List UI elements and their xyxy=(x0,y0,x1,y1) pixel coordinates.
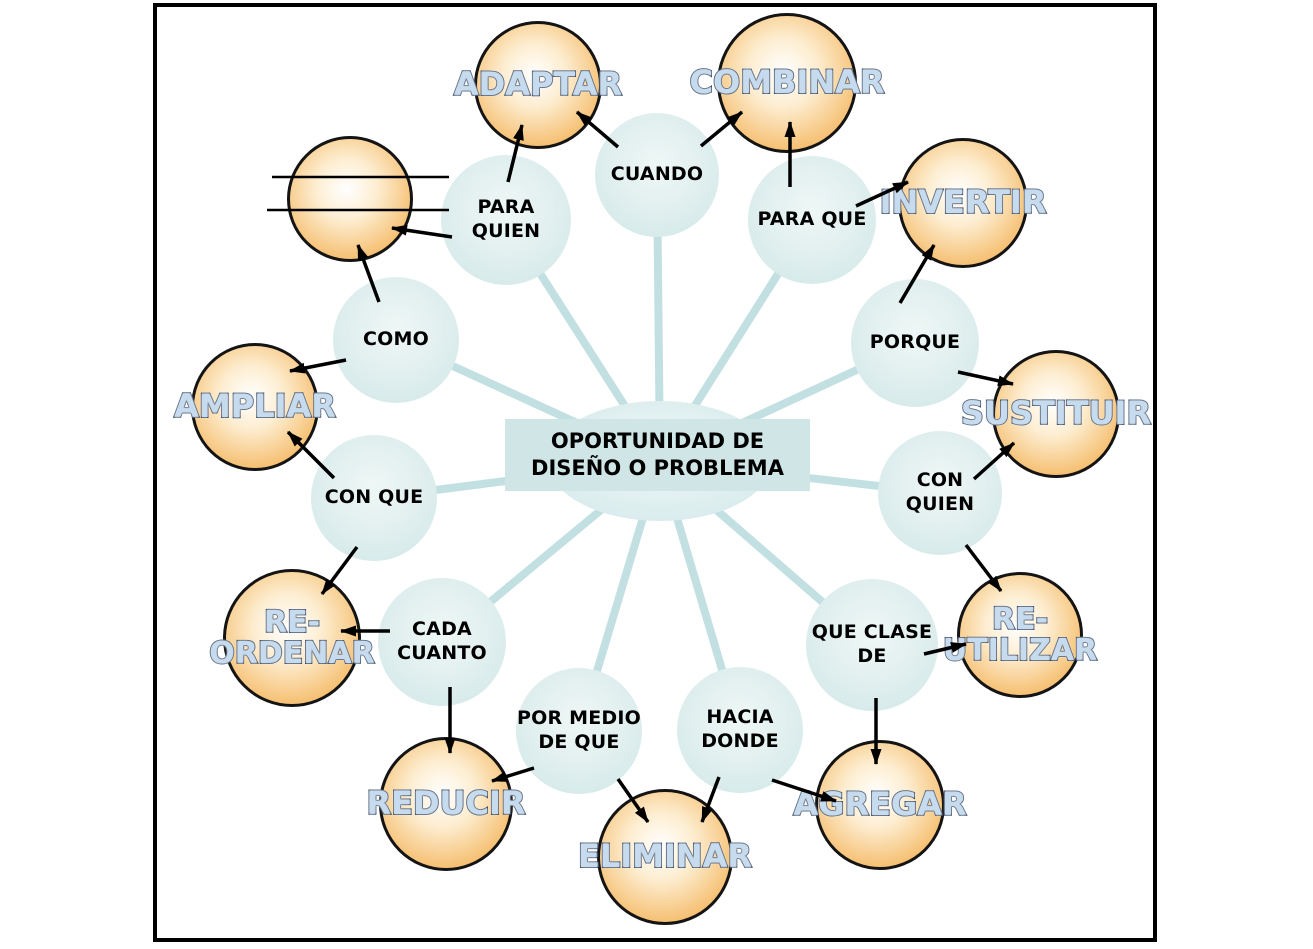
question-circle-con-que: CON QUE xyxy=(311,435,437,561)
action-circle-ampliar: AMPLIAR xyxy=(173,343,337,471)
center-label: OPORTUNIDAD DE DISEÑO O PROBLEMA xyxy=(531,428,784,480)
center-box: OPORTUNIDAD DE DISEÑO O PROBLEMA xyxy=(505,419,810,491)
question-circle-hacia-donde: HACIA DONDE xyxy=(677,667,803,793)
action-circle-combinar: COMBINAR xyxy=(688,13,886,153)
action-circle-re-ordenar: RE- ORDENAR xyxy=(208,569,376,707)
question-label-por-medio-de-que: POR MEDIO DE QUE xyxy=(516,707,641,753)
question-circle-cuando: CUANDO xyxy=(595,113,719,237)
action-label-sustituir: SUSTITUIR xyxy=(960,394,1152,433)
action-label-re-utilizar: RE- UTILIZAR xyxy=(942,601,1098,668)
question-circle-como: COMO xyxy=(333,277,459,403)
question-circle-que-clase-de: QUE CLASE DE xyxy=(806,579,938,711)
question-circle-para-que: PARA QUE xyxy=(748,156,876,284)
action-circle-eliminar: ELIMINAR xyxy=(577,789,753,925)
question-label-para-que: PARA QUE xyxy=(757,208,867,231)
question-label-cada-cuanto: CADA CUANTO xyxy=(397,618,487,664)
question-circle-porque: PORQUE xyxy=(851,279,979,407)
action-circle-blank xyxy=(287,136,413,262)
action-label-invertir: INVERTIR xyxy=(879,183,1048,222)
question-label-como: COMO xyxy=(363,328,429,351)
question-label-que-clase-de: QUE CLASE DE xyxy=(811,621,933,667)
question-circle-con-quien: CON QUIEN xyxy=(878,431,1002,555)
action-circle-reducir: REDUCIR xyxy=(365,737,527,871)
question-label-con-que: CON QUE xyxy=(324,486,424,509)
action-label-ampliar: AMPLIAR xyxy=(173,387,337,426)
action-circle-sustituir: SUSTITUIR xyxy=(960,350,1152,478)
action-label-re-ordenar: RE- ORDENAR xyxy=(208,604,375,671)
question-circle-cada-cuanto: CADA CUANTO xyxy=(378,578,506,706)
diagram-frame xyxy=(153,3,1157,942)
question-label-porque: PORQUE xyxy=(869,331,961,354)
action-label-reducir: REDUCIR xyxy=(365,784,526,823)
question-circle-por-medio-de-que: POR MEDIO DE QUE xyxy=(516,668,642,794)
action-label-adaptar: ADAPTAR xyxy=(453,65,623,104)
action-circle-agregar: AGREGAR xyxy=(792,740,968,870)
action-circle-re-utilizar: RE- UTILIZAR xyxy=(942,572,1098,698)
action-label-eliminar: ELIMINAR xyxy=(577,837,753,876)
action-circle-invertir: INVERTIR xyxy=(879,138,1047,268)
question-label-cuando: CUANDO xyxy=(610,163,704,186)
question-circle-para-quien: PARA QUIEN xyxy=(441,155,571,285)
question-label-con-quien: CON QUIEN xyxy=(905,469,975,515)
action-label-combinar: COMBINAR xyxy=(688,63,885,102)
action-circle-adaptar: ADAPTAR xyxy=(453,21,623,149)
question-label-hacia-donde: HACIA DONDE xyxy=(701,706,779,752)
action-label-agregar: AGREGAR xyxy=(792,785,967,824)
question-label-para-quien: PARA QUIEN xyxy=(471,196,541,242)
